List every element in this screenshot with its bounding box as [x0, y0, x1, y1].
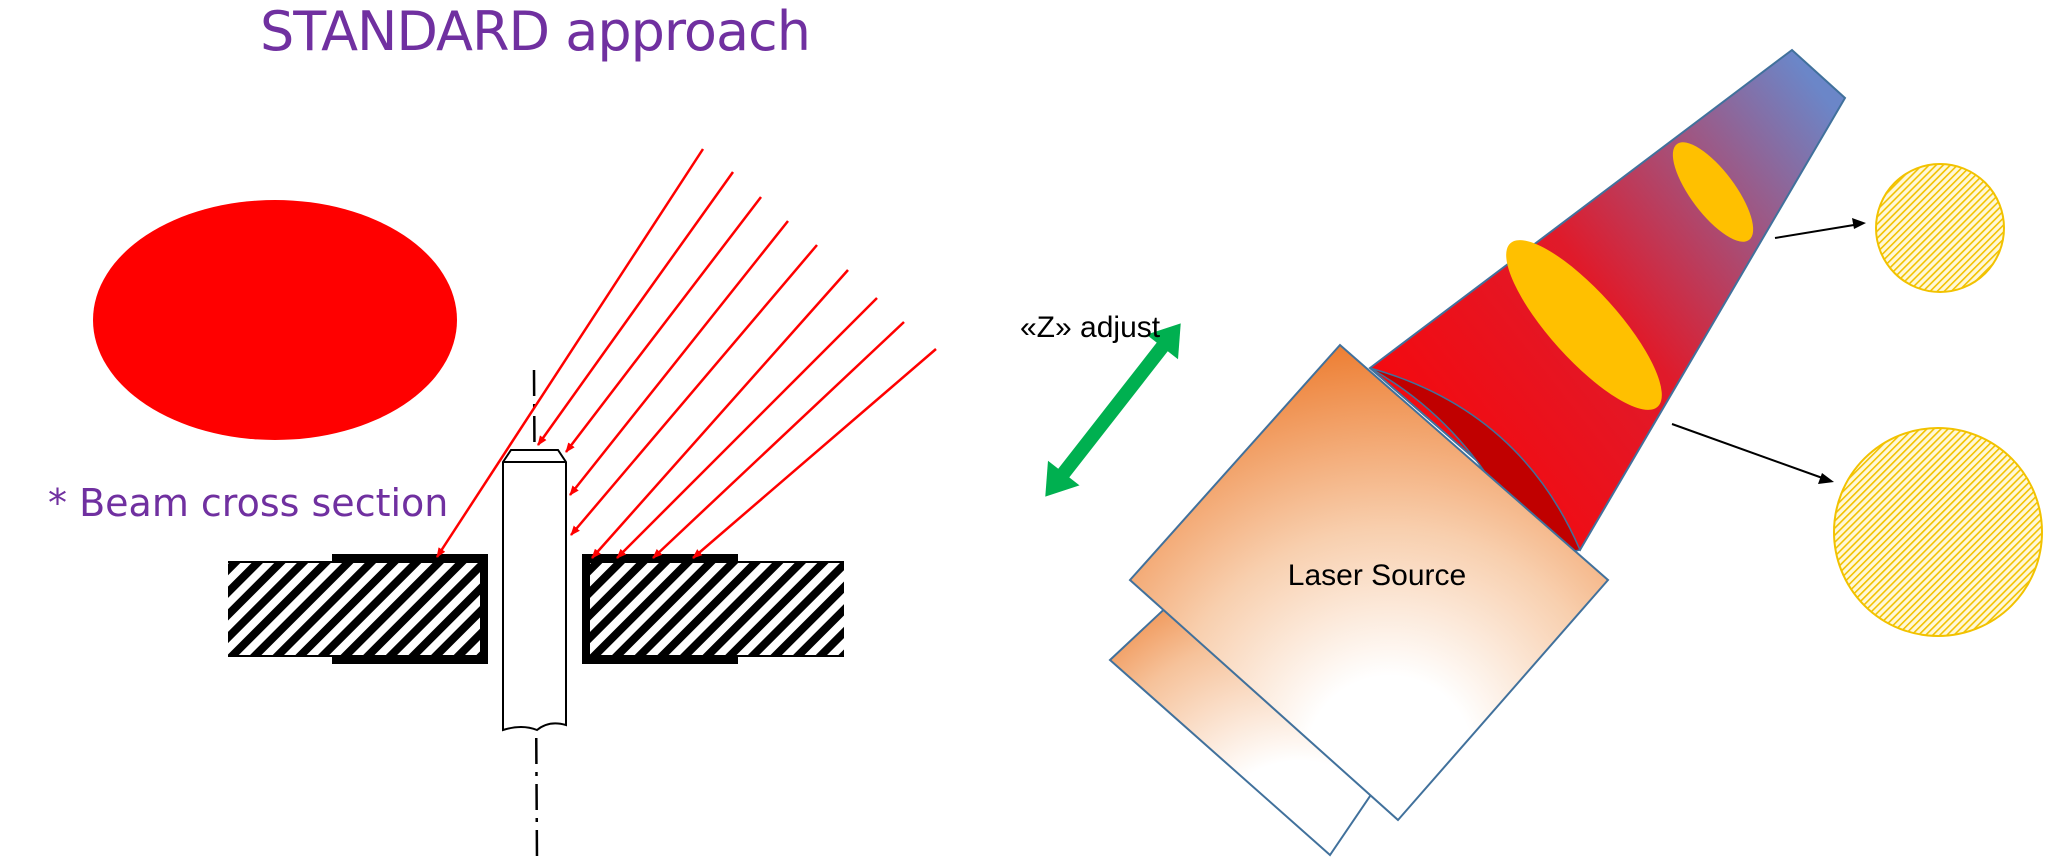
z-adjust-label: «Z» adjust: [1020, 311, 1161, 344]
beam-cross-section-label: * Beam cross section: [48, 481, 448, 525]
laser-ray: [569, 220, 789, 496]
laser-ray: [652, 321, 905, 559]
pin: [502, 449, 567, 732]
callout-arrow-lower: [1671, 423, 1829, 481]
right-plate: [582, 554, 844, 664]
z-adjust-arrow: [1045, 323, 1181, 497]
laser-ray: [616, 297, 878, 559]
laser-ray: [570, 244, 818, 536]
laser-ray: [435, 148, 705, 558]
laser-source-label: Laser Source: [1288, 559, 1466, 592]
laser-source: [1128, 343, 1610, 822]
left-plate: [228, 554, 488, 664]
callout-arrow-upper: [1774, 223, 1861, 239]
title: STANDARD approach: [260, 0, 810, 63]
spot-cross-section-small: [1875, 163, 2005, 293]
beam-spot-near: [1506, 240, 1662, 410]
laser-ray: [692, 348, 937, 559]
callout-arrows: [1671, 218, 1866, 484]
laser-rays: [435, 148, 937, 559]
laser-ray: [591, 269, 849, 559]
spot-cross-section-large: [1833, 427, 2043, 637]
laser-ray: [565, 196, 762, 453]
beam-spot-far: [1672, 142, 1754, 242]
beam-cross-section-ellipse: [93, 200, 457, 440]
laser-ray: [536, 171, 735, 446]
